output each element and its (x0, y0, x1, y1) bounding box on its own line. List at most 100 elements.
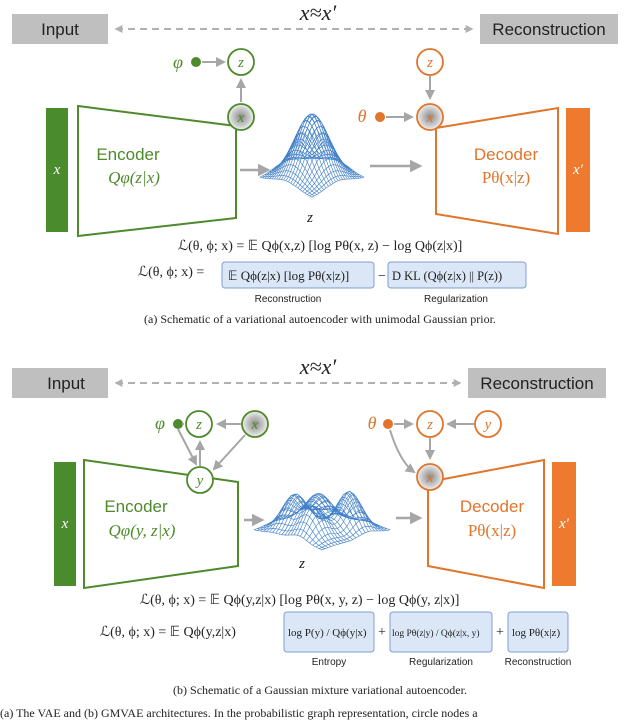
reconstruction-caption: Reconstruction (255, 294, 322, 305)
mesh-line (278, 496, 347, 543)
latent-z-label: z (306, 210, 313, 226)
node-x-left-icon (227, 103, 255, 131)
phi-label: φ (173, 52, 183, 72)
elbo-plus-2: + (496, 625, 504, 640)
reconstruction-box (480, 14, 618, 44)
entropy-caption: Entropy (312, 657, 346, 668)
reconstruction-box-b (468, 368, 606, 398)
reconstruction-caption-b: Reconstruction (505, 657, 572, 668)
node-x-right-icon (416, 103, 444, 131)
node-z-left-label: z (237, 55, 244, 71)
gaussian-mixture-surface (253, 490, 391, 551)
node-z-left-icon (227, 48, 255, 76)
encoder-title-b: Encoder (104, 497, 168, 516)
elbo-equation-2-lhs-b: ℒ(θ, ϕ; x) = 𝔼 Qϕ(y,z|x) (100, 625, 236, 640)
elbo-equation-2-lhs: ℒ(θ, ϕ; x) = (138, 265, 204, 280)
node-z-right-label-b: z (426, 417, 433, 433)
mesh-line (263, 514, 332, 547)
encoder-subtitle-b: Qφ(y, z|x) (109, 521, 176, 540)
node-x-left-icon-b (241, 410, 269, 438)
approx-label-b: x≈x′ (299, 354, 338, 379)
node-z-right-icon-b (416, 410, 444, 438)
mesh-line (269, 157, 322, 192)
mesh-line (288, 113, 341, 181)
decoder-subtitle-b: Pθ(x|z) (468, 521, 516, 540)
mesh-line (318, 508, 388, 531)
mesh-line (285, 113, 339, 182)
theta-to-x-arrow-b (389, 429, 416, 474)
panel-b: Input Reconstruction x≈x′ x x′ Encoder Q… (12, 354, 606, 668)
reconstruction-term-box (221, 261, 375, 289)
mesh-line (300, 138, 353, 180)
mesh-line (271, 149, 325, 190)
mesh-line (267, 164, 320, 194)
mesh-line (259, 176, 313, 198)
reconstruction-label-b: Reconstruction (480, 374, 593, 393)
output-xprime-bar (566, 108, 590, 232)
regularization-caption-b: Regularization (409, 657, 473, 668)
decoder-title: Decoder (474, 145, 539, 164)
mesh-line (274, 141, 327, 189)
mesh-line (266, 507, 335, 546)
mesh-line (309, 497, 378, 532)
node-x-right-label-b: x (426, 470, 434, 486)
elbo-plus-1: + (378, 625, 386, 640)
encoder-subtitle: Qφ(z|x) (108, 168, 160, 187)
output-xprime-label-b: x′ (558, 516, 570, 532)
panel-a: Input Reconstruction x≈x′ x x′ Encoder Q… (12, 0, 618, 305)
phi-to-y-arrow-b (177, 428, 197, 466)
caption-b: (b) Schematic of a Gaussian mixture vari… (173, 683, 467, 697)
mesh-line (269, 499, 338, 545)
mesh-line (311, 176, 365, 198)
input-x-label: x (53, 162, 61, 178)
input-x-bar-b (54, 462, 76, 586)
mesh-line (303, 492, 372, 532)
elbo-regularization-term: D KL (Qϕ(z|x) || P(z)) (392, 269, 502, 283)
mesh-line (283, 115, 336, 183)
mesh-line (281, 119, 334, 184)
theta-dot-icon-b (383, 419, 393, 429)
node-y-right-label-b: y (483, 417, 492, 433)
approx-label: x≈x′ (299, 0, 338, 25)
regularization-term-box-b (389, 611, 493, 653)
mesh-line (284, 504, 354, 540)
mesh-line (253, 529, 323, 551)
phi-label-b: φ (155, 413, 165, 433)
input-label-b: Input (47, 374, 85, 393)
elbo-reconstruction-term: 𝔼 Qϕ(z|x) [log Pθ(x|z)] (228, 268, 349, 283)
mesh-line (302, 144, 355, 179)
input-box (12, 14, 108, 44)
node-y-left-icon-b (186, 466, 214, 494)
regularization-term-box (387, 261, 527, 289)
node-z-right-icon (416, 48, 444, 76)
mesh-line (306, 493, 375, 532)
mesh-line (307, 154, 360, 179)
entropy-term: log P(y) / Qϕ(y|x) (288, 627, 367, 639)
phi-dot-icon (191, 57, 201, 67)
node-z-left-icon-b (185, 410, 213, 438)
elbo-equation-1: ℒ(θ, ϕ; x) = 𝔼 Qϕ(x,z) [log Pθ(x, z) − l… (178, 239, 462, 254)
node-x-left-label-b: x (251, 417, 259, 433)
entropy-term-box (283, 611, 375, 653)
node-x-right-icon-b (416, 463, 444, 491)
encoder-title: Encoder (96, 145, 160, 164)
node-y-left-label-b: y (195, 473, 204, 489)
theta-label: θ (358, 106, 367, 126)
decoder-trapezoid-b (427, 458, 545, 590)
reconstruction-term-box-b (507, 611, 569, 653)
phi-dot-icon-b (173, 419, 183, 429)
regularization-term-b: log Pθ(z|y) / Qϕ(z|x, y) (392, 628, 480, 639)
node-y-right-icon-b (474, 410, 502, 438)
node-x-left-label: x (237, 110, 245, 126)
unimodal-gaussian-surface (259, 113, 365, 198)
mesh-line (260, 521, 329, 548)
theta-dot-icon (375, 112, 385, 122)
reconstruction-label: Reconstruction (492, 20, 605, 39)
elbo-equation-1-b: ℒ(θ, ϕ; x) = 𝔼 Qϕ(y,z|x) [log Pθ(x, y, z… (140, 593, 459, 608)
mesh-line (262, 175, 315, 197)
node-z-right-label: z (426, 55, 433, 71)
latent-z-label-b: z (298, 556, 305, 572)
decoder-subtitle: Pθ(x|z) (482, 168, 530, 187)
input-x-bar (46, 108, 68, 232)
